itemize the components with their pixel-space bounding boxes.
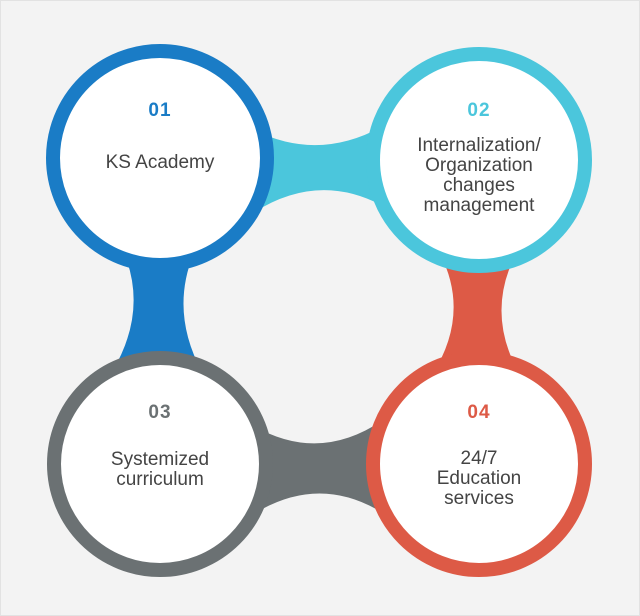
node-02-ring	[366, 47, 592, 273]
node-01-ring	[46, 44, 274, 272]
connector-02-04	[432, 250, 520, 375]
node-01: 01 KS Academy	[70, 100, 250, 173]
connector-01-02	[250, 122, 390, 215]
node-04-label: 24/7 Education services	[436, 448, 522, 509]
node-04-ring	[366, 351, 592, 577]
node-04-number: 04	[467, 402, 491, 423]
node-03-label: Systemized curriculum	[110, 449, 210, 490]
node-03-number: 03	[148, 402, 172, 423]
node-02-label: Internalization/ Organization changes ma…	[417, 135, 541, 216]
node-03: 03 Systemized curriculum	[70, 402, 250, 490]
node-01-number: 01	[148, 100, 172, 121]
node-04: 04 24/7 Education services	[389, 402, 569, 509]
connector-01-03	[112, 240, 202, 372]
node-03-ring	[47, 351, 273, 577]
node-02-number: 02	[467, 100, 491, 121]
node-02: 02 Internalization/ Organization changes…	[389, 100, 569, 216]
connector-03-04	[252, 418, 386, 515]
node-01-label: KS Academy	[105, 152, 215, 173]
